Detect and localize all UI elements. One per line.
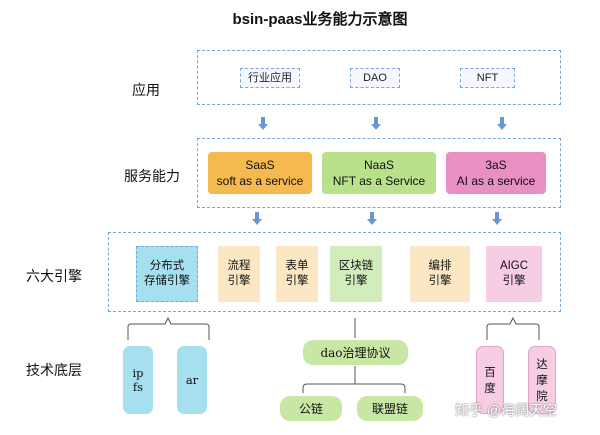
engine-layer-container — [108, 232, 561, 312]
engine-aigc: AIGC 引擎 — [486, 246, 542, 302]
tech-damo-line3: 院 — [536, 389, 548, 403]
service-naas: NaaS NFT as a Service — [322, 152, 436, 194]
watermark: 知乎 @海阔天空 — [455, 402, 558, 418]
service-3as: 3aS AI as a service — [446, 152, 546, 194]
row-label-app: 应用 — [132, 82, 160, 98]
diagram-title: bsin-paas业务能力示意图 — [232, 11, 408, 28]
engine-aigc-line1: AIGC — [499, 260, 529, 272]
service-naas-desc: NFT as a Service — [332, 174, 426, 188]
engine-form-line2: 引擎 — [285, 275, 309, 287]
service-naas-name: NaaS — [363, 158, 395, 172]
tech-baidu-line1: 百 — [484, 365, 496, 379]
engine-storage-line1: 分布式 — [149, 260, 185, 272]
service-saas: SaaS soft as a service — [208, 152, 312, 194]
service-layer-container — [197, 138, 561, 208]
tech-ipfs: ip fs — [123, 346, 153, 414]
engine-orchestration-line2: 引擎 — [428, 275, 452, 287]
tech-baidu-line2: 度 — [484, 381, 496, 395]
engine-orchestration: 编排 引擎 — [410, 246, 470, 302]
engine-form: 表单 引擎 — [276, 246, 318, 302]
app-item-nft: NFT — [460, 68, 515, 88]
engine-blockchain-line1: 区块链 — [338, 260, 374, 272]
row-label-tech: 技术底层 — [26, 362, 82, 378]
app-item-industry: 行业应用 — [240, 68, 300, 88]
tech-ipfs-line2: fs — [132, 380, 144, 394]
tech-consortium-chain: 联盟链 — [357, 396, 423, 421]
engine-aigc-line2: 引擎 — [502, 275, 526, 287]
service-3as-name: 3aS — [485, 158, 507, 172]
tech-ar: ar — [177, 346, 207, 414]
app-layer-container — [197, 50, 561, 105]
engine-blockchain: 区块链 引擎 — [330, 246, 382, 302]
tech-public-chain: 公链 — [280, 396, 342, 421]
app-item-dao: DAO — [350, 68, 400, 88]
tech-baidu: 百 度 — [476, 346, 504, 414]
tech-ar-label: ar — [185, 373, 199, 387]
engine-storage: 分布式 存储引擎 — [136, 246, 198, 302]
engine-form-line1: 表单 — [285, 260, 309, 272]
tech-damo-line1: 达 — [536, 357, 548, 371]
row-label-service: 服务能力 — [124, 168, 180, 184]
engine-blockchain-line2: 引擎 — [344, 275, 368, 287]
engine-orchestration-line1: 编排 — [428, 260, 452, 272]
tech-ipfs-line1: ip — [132, 366, 144, 380]
tech-damo-line2: 摩 — [536, 373, 548, 387]
tech-damo: 达 摩 院 — [528, 346, 556, 414]
service-saas-name: SaaS — [245, 158, 275, 172]
tech-dao-protocol: dao治理协议 — [303, 340, 408, 365]
engine-workflow-line2: 引擎 — [227, 275, 251, 287]
service-saas-desc: soft as a service — [216, 174, 304, 188]
service-3as-desc: AI as a service — [456, 174, 536, 188]
engine-workflow: 流程 引擎 — [218, 246, 260, 302]
row-label-engines: 六大引擎 — [26, 268, 82, 284]
engine-storage-line2: 存储引擎 — [144, 275, 190, 287]
engine-workflow-line1: 流程 — [227, 260, 251, 272]
